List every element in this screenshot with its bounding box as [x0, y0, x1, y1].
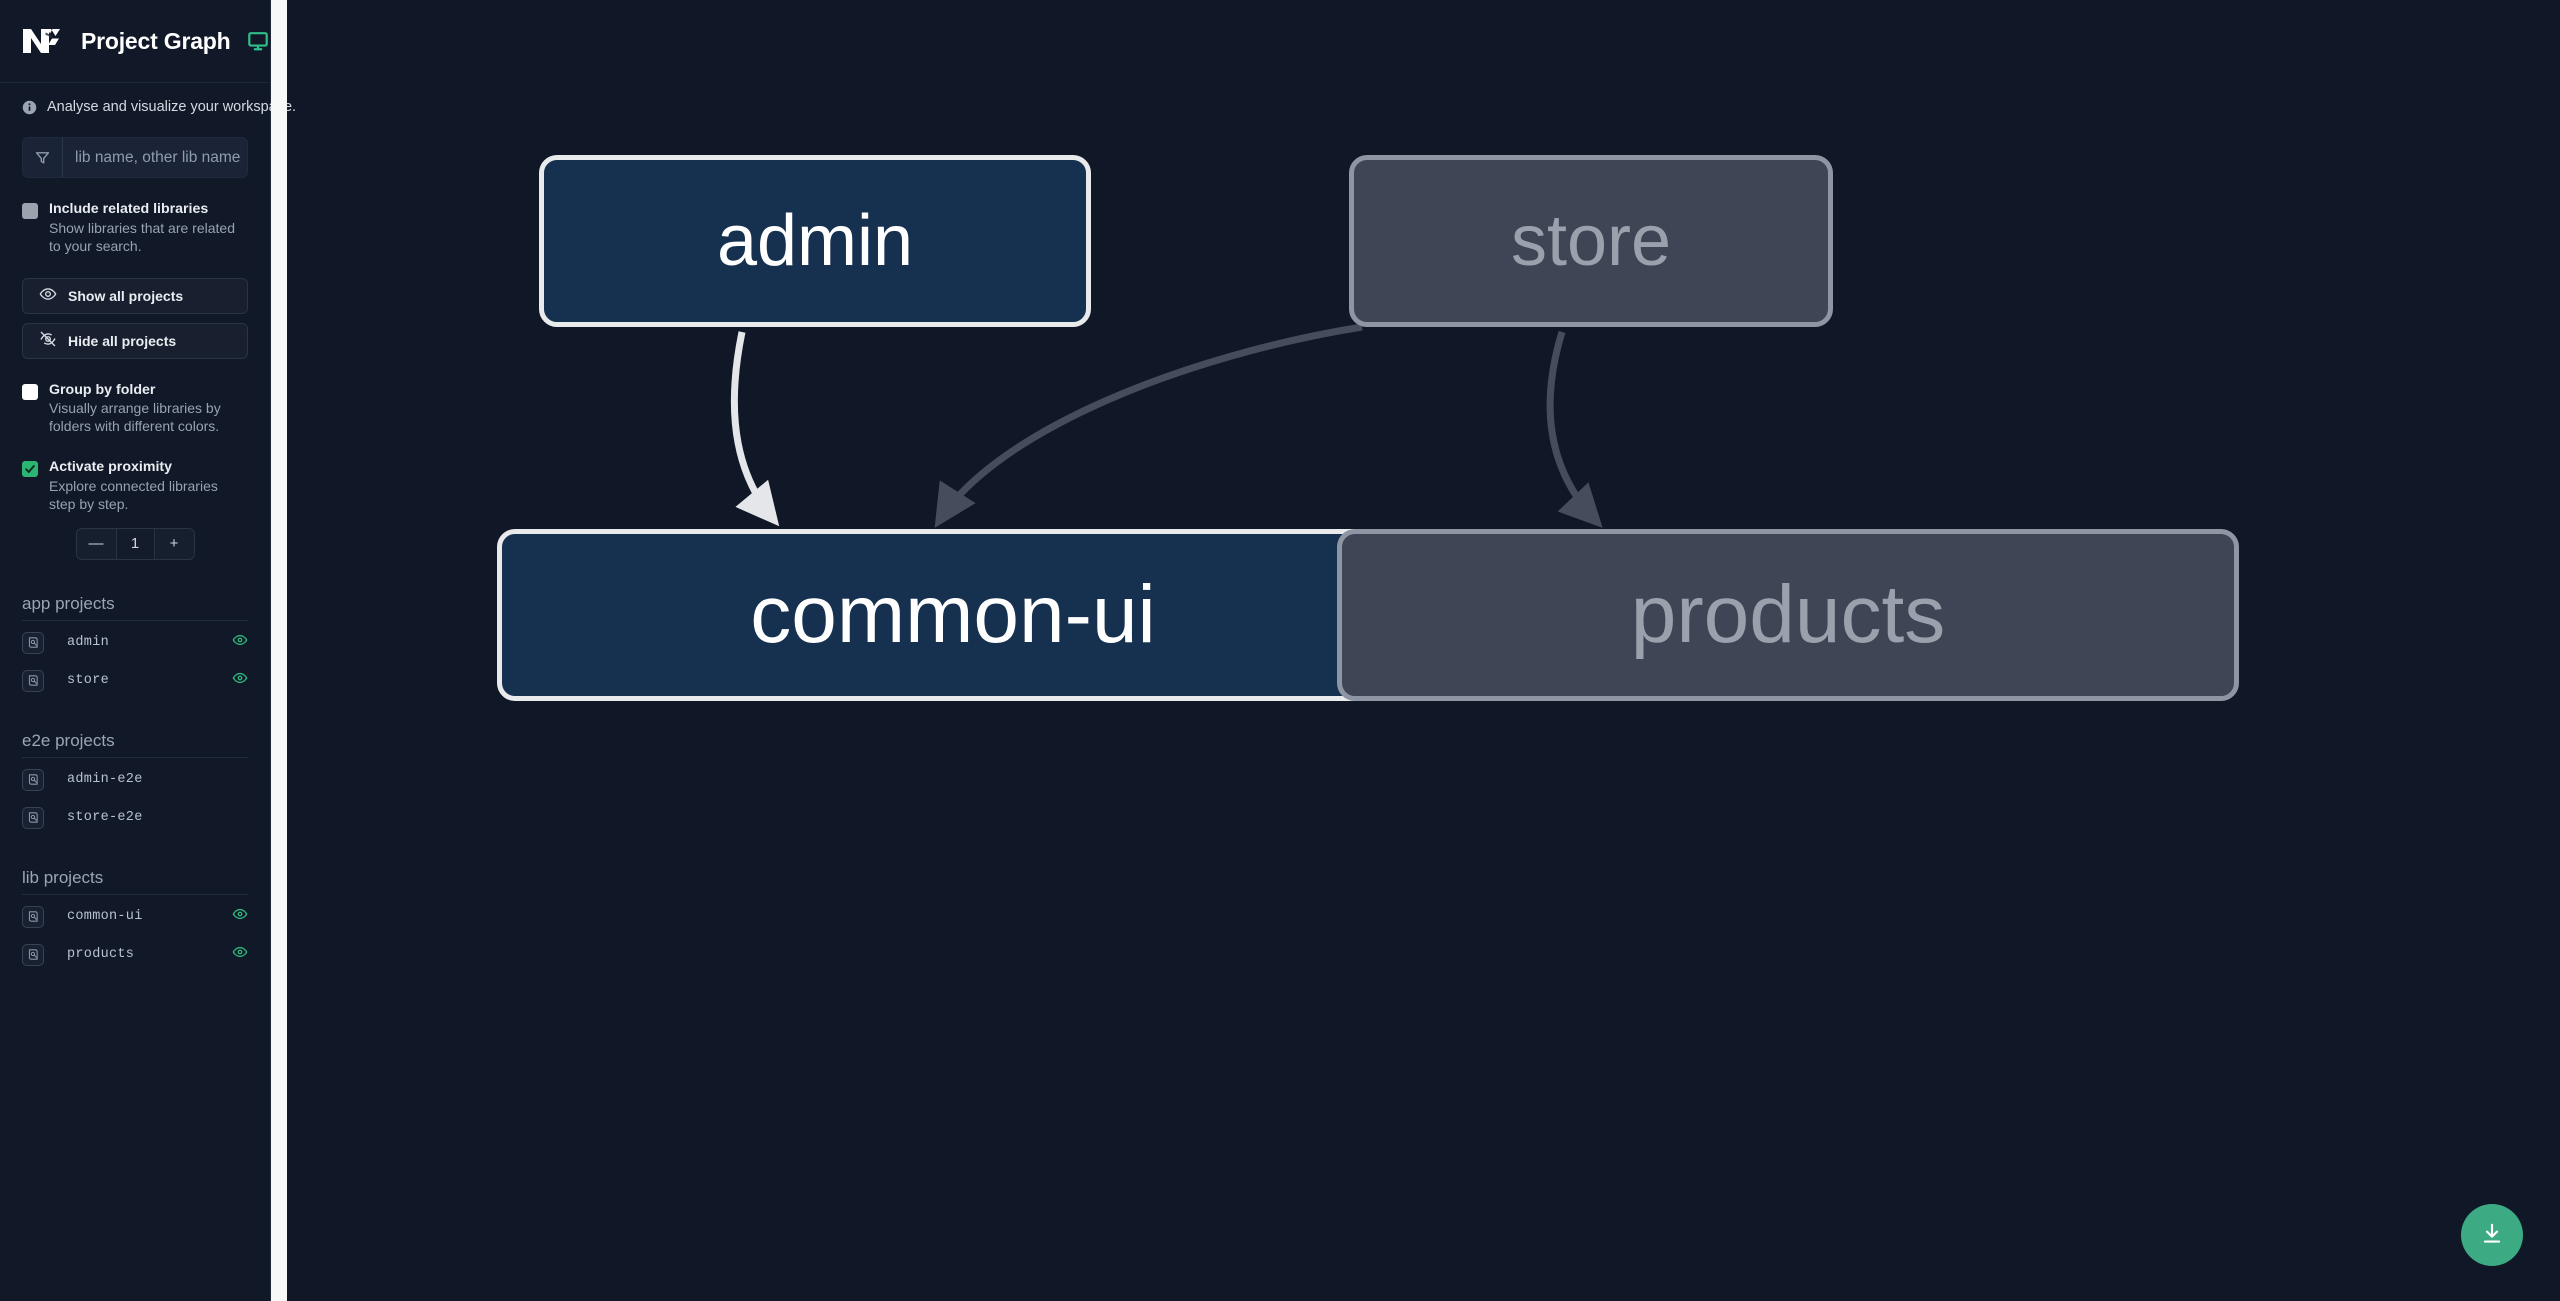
workspace-subtitle-row: Analyse and visualize your workspace. — [0, 83, 296, 125]
project-name: admin-e2e — [67, 772, 143, 788]
project-list-item[interactable]: store-e2e — [22, 802, 248, 834]
proximity-decrement-button[interactable]: — — [76, 528, 116, 559]
proximity-increment-button[interactable]: + — [154, 528, 194, 559]
option-activate-proximity[interactable]: Activate proximity Explore connected lib… — [22, 458, 248, 514]
sidebar-resize-divider[interactable] — [271, 0, 287, 1301]
project-visible-eye-icon[interactable] — [232, 632, 248, 653]
project-badge-icon — [22, 669, 44, 692]
edge-store-to-common-ui — [934, 323, 1363, 528]
graph-node-label: common-ui — [750, 569, 1156, 660]
option-include-related-libraries[interactable]: Include related libraries Show libraries… — [22, 200, 248, 256]
graph-node-common-ui[interactable]: common-ui — [497, 529, 1409, 701]
project-name: common-ui — [67, 909, 143, 925]
project-visible-eye-icon[interactable] — [232, 944, 248, 965]
hide-all-projects-button[interactable]: Hide all projects — [22, 322, 248, 359]
proximity-stepper[interactable]: — 1 + — [75, 527, 195, 560]
edge-store-to-products — [1546, 330, 1603, 528]
search-input[interactable] — [63, 138, 247, 177]
group-by-folder-title: Group by folder — [49, 381, 156, 398]
monitor-icon[interactable] — [247, 30, 269, 52]
graph-node-products[interactable]: products — [1337, 529, 2239, 701]
project-badge-icon — [22, 768, 44, 791]
graph-node-label: admin — [716, 201, 914, 281]
download-icon — [2479, 1221, 2505, 1250]
project-group: e2e projects admin-e2e store-e2e — [22, 731, 248, 834]
graph-node-label: products — [1630, 569, 1946, 660]
group-by-folder-checkbox[interactable] — [22, 383, 38, 400]
project-list-item[interactable]: admin — [22, 627, 248, 659]
eye-off-icon — [39, 330, 57, 351]
project-badge-icon — [22, 631, 44, 654]
edge-admin-to-common-ui — [730, 331, 780, 527]
nx-logo — [22, 22, 62, 60]
sidebar-body: Include related libraries Show libraries… — [0, 125, 270, 971]
project-badge-icon — [22, 905, 44, 928]
project-list-item[interactable]: products — [22, 939, 248, 971]
visibility-buttons: Show all projects Hide all projects — [22, 277, 248, 359]
project-group-heading: app projects — [22, 594, 248, 621]
project-group: lib projects common-ui products — [22, 868, 248, 971]
download-graph-button[interactable] — [2461, 1204, 2523, 1266]
activate-proximity-title: Activate proximity — [49, 459, 172, 476]
project-visible-eye-icon[interactable] — [232, 906, 248, 927]
project-list-item[interactable]: admin-e2e — [22, 764, 248, 796]
project-group-heading: lib projects — [22, 868, 248, 895]
option-group-by-folder[interactable]: Group by folder Visually arrange librari… — [22, 381, 248, 437]
show-all-projects-label: Show all projects — [68, 287, 184, 304]
include-related-checkbox[interactable] — [22, 203, 38, 219]
activate-proximity-desc: Explore connected libraries step by step… — [49, 477, 218, 512]
eye-icon — [39, 285, 57, 306]
sidebar: Project Graph Analyse and visualize your… — [0, 0, 296, 1301]
info-icon — [22, 100, 37, 115]
group-by-folder-desc: Visually arrange libraries by folders wi… — [49, 400, 221, 435]
project-name: products — [67, 947, 135, 963]
graph-node-store[interactable]: store — [1349, 155, 1833, 327]
search-bar[interactable] — [22, 137, 248, 178]
hide-all-projects-label: Hide all projects — [68, 332, 177, 349]
funnel-icon — [23, 138, 63, 177]
project-group-heading: e2e projects — [22, 731, 248, 758]
activate-proximity-checkbox[interactable] — [22, 461, 38, 478]
project-list-item[interactable]: common-ui — [22, 901, 248, 933]
check-icon — [25, 465, 35, 474]
project-group: app projects admin store — [22, 594, 248, 697]
project-visible-eye-icon[interactable] — [232, 670, 248, 691]
project-groups: app projects admin store e2e projects ad… — [22, 594, 248, 971]
project-list-item[interactable]: store — [22, 665, 248, 697]
workspace-subtitle: Analyse and visualize your workspace. — [47, 99, 297, 115]
project-badge-icon — [22, 806, 44, 829]
page-title: Project Graph — [81, 27, 231, 54]
graph-node-label: store — [1510, 201, 1672, 281]
graph-canvas[interactable]: admin store common-ui products — [287, 0, 2560, 1301]
project-name: store-e2e — [67, 810, 143, 826]
project-badge-icon — [22, 943, 44, 966]
show-all-projects-button[interactable]: Show all projects — [22, 277, 248, 314]
include-related-title: Include related libraries — [49, 201, 209, 217]
project-name: admin — [67, 635, 110, 651]
graph-node-admin[interactable]: admin — [539, 155, 1091, 327]
project-name: store — [67, 673, 110, 689]
sidebar-header: Project Graph — [0, 0, 270, 83]
proximity-value: 1 — [115, 528, 155, 559]
include-related-desc: Show libraries that are related to your … — [49, 219, 235, 254]
